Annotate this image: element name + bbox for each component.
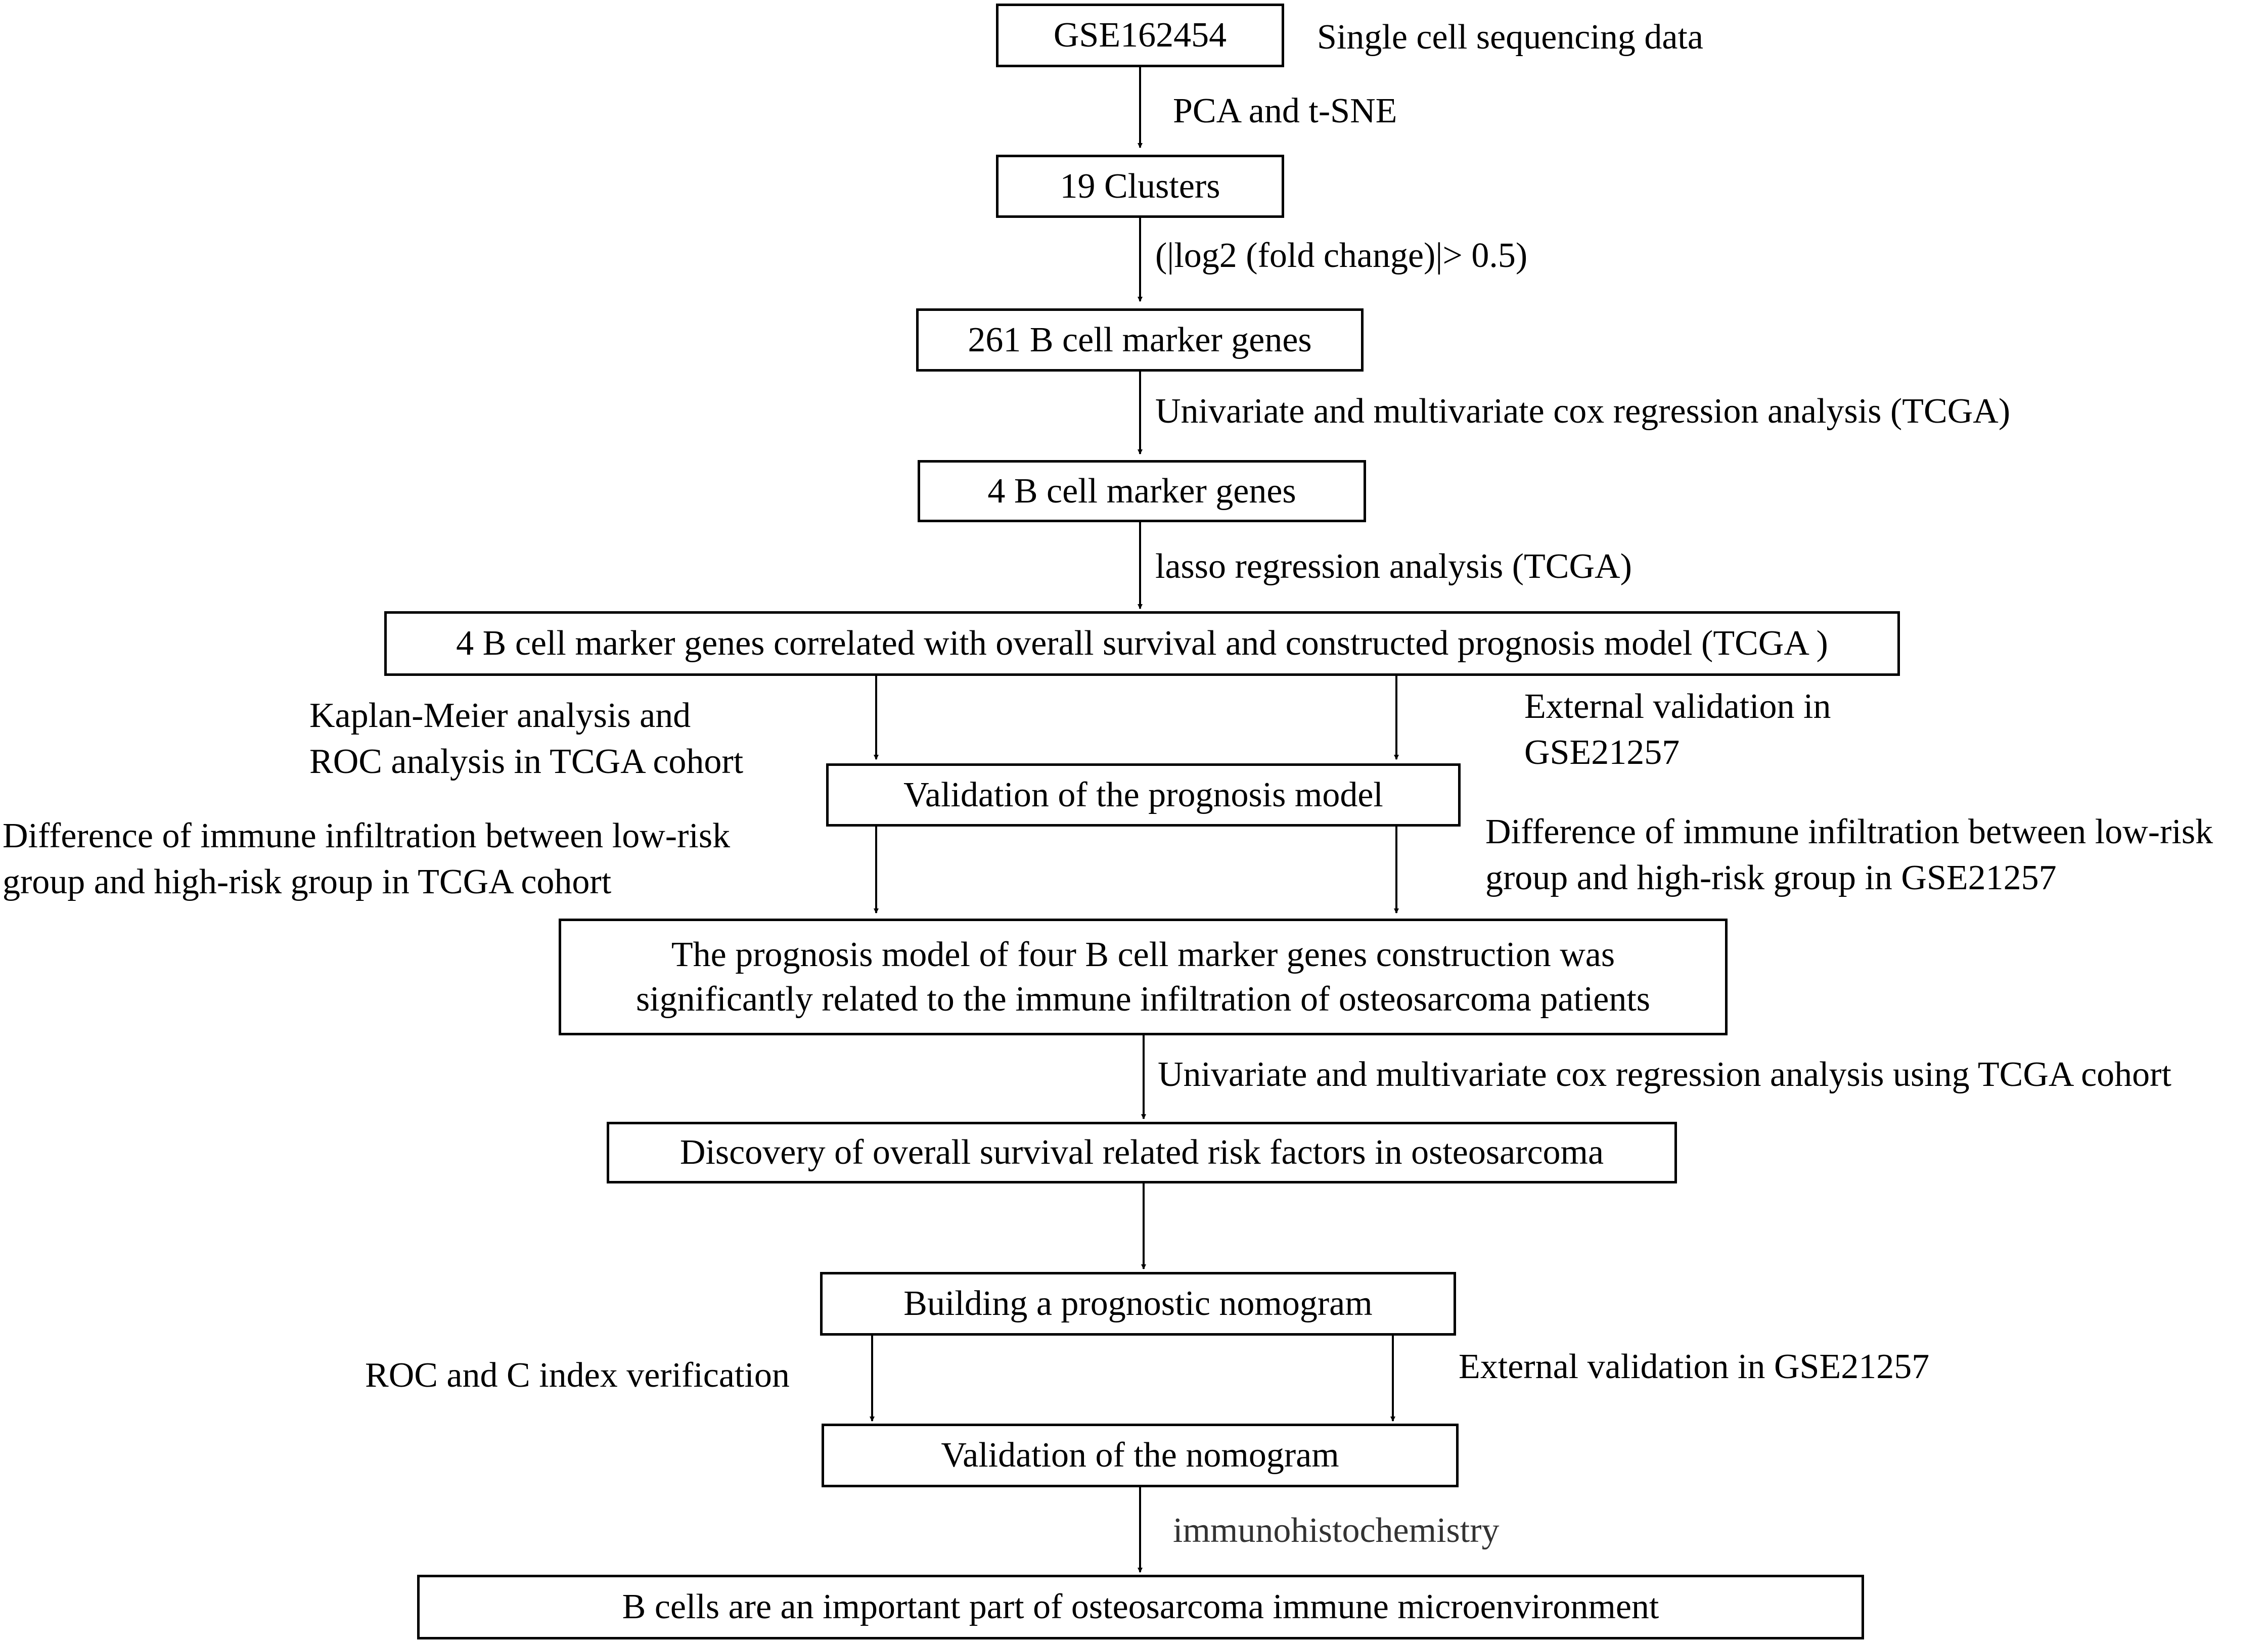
label-diff-gse-line1: Difference of immune infiltration betwee… xyxy=(1485,812,2213,851)
label-external-validation-2: External validation in GSE21257 xyxy=(1459,1347,1930,1386)
node-validation-nomogram-text: Validation of the nomogram xyxy=(941,1436,1339,1475)
label-ext1-line1: External validation in xyxy=(1524,687,1831,726)
node-b-cells-conclusion: B cells are an important part of osteosa… xyxy=(417,1575,1864,1639)
node-validation-prognosis-text: Validation of the prognosis model xyxy=(903,775,1383,814)
node-immune-infiltration-result: The prognosis model of four B cell marke… xyxy=(559,919,1728,1035)
node-risk-factors-text: Discovery of overall survival related ri… xyxy=(679,1133,1604,1172)
label-lasso: lasso regression analysis (TCGA) xyxy=(1155,547,1632,586)
label-external-validation-1: External validation in GSE21257 xyxy=(1524,683,1831,775)
node-nomogram-text: Building a prognostic nomogram xyxy=(903,1284,1373,1323)
label-pca-tsne: PCA and t-SNE xyxy=(1173,92,1397,130)
label-km-line1: Kaplan-Meier analysis and xyxy=(309,696,691,735)
label-single-cell: Single cell sequencing data xyxy=(1317,18,1703,57)
node-261-b-cell-marker-genes: 261 B cell marker genes xyxy=(916,308,1364,372)
label-diff-gse-line2: group and high-risk group in GSE21257 xyxy=(1485,858,2057,897)
label-diff-tcga-line2: group and high-risk group in TCGA cohort xyxy=(3,862,612,901)
node-19-clusters-text: 19 Clusters xyxy=(1060,166,1220,206)
label-roc-c-index: ROC and C index verification xyxy=(365,1356,790,1395)
label-diff-immune-gse: Difference of immune infiltration betwee… xyxy=(1485,809,2213,901)
node-prognosis-model-text: 4 B cell marker genes correlated with ov… xyxy=(456,624,1828,663)
node-4-genes-text: 4 B cell marker genes xyxy=(987,471,1296,511)
node-immune-result-line2: significantly related to the immune infi… xyxy=(636,979,1651,1019)
node-validation-prognosis: Validation of the prognosis model xyxy=(826,763,1461,827)
node-validation-nomogram: Validation of the nomogram xyxy=(822,1424,1459,1487)
node-gse162454: GSE162454 xyxy=(996,4,1284,67)
label-immunohistochemistry: immunohistochemistry xyxy=(1173,1511,1500,1550)
label-km-line2: ROC analysis in TCGA cohort xyxy=(309,742,744,781)
label-univariate-1: Univariate and multivariate cox regressi… xyxy=(1155,392,2011,431)
label-log2: (|log2 (fold change)|> 0.5) xyxy=(1155,236,1528,275)
label-ext1-line2: GSE21257 xyxy=(1524,733,1680,772)
node-nomogram: Building a prognostic nomogram xyxy=(820,1272,1456,1336)
node-gse162454-text: GSE162454 xyxy=(1053,16,1227,55)
node-4-b-cell-marker-genes: 4 B cell marker genes xyxy=(918,460,1366,522)
label-km-roc: Kaplan-Meier analysis and ROC analysis i… xyxy=(309,693,743,785)
node-261-genes-text: 261 B cell marker genes xyxy=(968,320,1312,359)
node-immune-result-line1: The prognosis model of four B cell marke… xyxy=(671,935,1615,974)
node-risk-factors: Discovery of overall survival related ri… xyxy=(607,1122,1677,1183)
node-prognosis-model: 4 B cell marker genes correlated with ov… xyxy=(384,611,1900,676)
node-19-clusters: 19 Clusters xyxy=(996,155,1284,218)
label-diff-immune-tcga: Difference of immune infiltration betwee… xyxy=(3,813,730,905)
node-b-cells-conclusion-text: B cells are an important part of osteosa… xyxy=(622,1587,1659,1627)
label-univariate-2: Univariate and multivariate cox regressi… xyxy=(1158,1055,2171,1094)
label-diff-tcga-line1: Difference of immune infiltration betwee… xyxy=(3,816,731,855)
